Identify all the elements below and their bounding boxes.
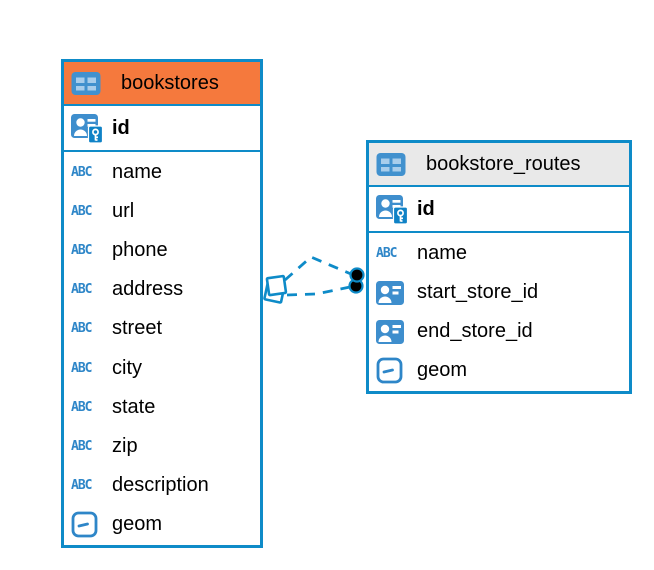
column-label: geom [112,512,163,535]
primary-key-row[interactable]: id [64,106,260,152]
primary-key-label: id [417,197,435,220]
column-row-end_store_id[interactable]: end_store_id [369,312,629,351]
primary-key-row[interactable]: id [369,187,629,233]
column-label: description [112,473,209,496]
table-header[interactable]: bookstore_routes [369,143,629,187]
column-label: zip [112,434,138,457]
table-icon [376,152,417,177]
column-label: street [112,317,163,340]
relationship-line-end-store[interactable] [286,285,351,297]
entity-table-bookstores[interactable]: bookstores id ABC name ABC url ABC phone… [61,59,263,548]
primary-key-label: id [112,116,130,139]
geometry-type-icon [71,511,112,538]
entity-table-bookstore_routes[interactable]: bookstore_routes id ABC name start_store… [366,140,632,394]
text-type-icon: ABC [71,360,93,376]
text-type-icon: ABC [71,438,93,454]
one-side-marker [348,267,365,294]
table-columns: ABC name ABC url ABC phone ABC address A… [64,152,260,545]
column-label: end_store_id [417,320,533,342]
reference-icon [376,280,417,305]
column-label: name [112,161,163,184]
table-icon [71,71,112,96]
primary-key-icon [376,194,417,225]
text-type-icon: ABC [71,321,93,337]
text-type-icon: ABC [376,246,398,261]
many-side-marker [263,274,288,304]
column-row-name[interactable]: ABC name [369,234,629,273]
column-row-name[interactable]: ABC name [64,153,260,192]
column-row-phone[interactable]: ABC phone [64,231,260,270]
column-row-address[interactable]: ABC address [64,270,260,309]
table-title: bookstores [121,71,219,94]
column-row-geom[interactable]: geom [369,351,629,390]
table-header[interactable]: bookstores [64,62,260,106]
primary-key-icon [71,113,112,144]
column-row-start_store_id[interactable]: start_store_id [369,273,629,312]
relationship-line-start-store[interactable] [284,255,352,282]
table-columns: ABC name start_store_id end_store_id geo… [369,233,629,391]
text-type-icon: ABC [71,477,93,493]
text-type-icon: ABC [71,204,93,220]
relationship-end-store-id[interactable] [286,285,351,297]
relationship-start-store-id[interactable] [284,255,352,282]
table-title: bookstore_routes [426,152,581,175]
text-type-icon: ABC [71,282,93,298]
column-label: state [112,395,156,418]
column-row-street[interactable]: ABC street [64,309,260,348]
column-label: url [112,200,135,223]
column-label: phone [112,239,168,262]
column-label: address [112,278,184,301]
column-row-city[interactable]: ABC city [64,348,260,387]
column-row-description[interactable]: ABC description [64,466,260,505]
column-row-url[interactable]: ABC url [64,192,260,231]
column-label: start_store_id [417,281,539,303]
column-label: name [417,242,468,264]
reference-icon [376,319,417,344]
text-type-icon: ABC [71,399,93,415]
column-row-state[interactable]: ABC state [64,388,260,427]
column-label: city [112,356,142,379]
column-label: geom [417,359,468,381]
column-row-geom[interactable]: geom [64,505,260,544]
geometry-type-icon [376,357,417,384]
text-type-icon: ABC [71,243,93,259]
text-type-icon: ABC [71,165,93,181]
column-row-zip[interactable]: ABC zip [64,427,260,466]
